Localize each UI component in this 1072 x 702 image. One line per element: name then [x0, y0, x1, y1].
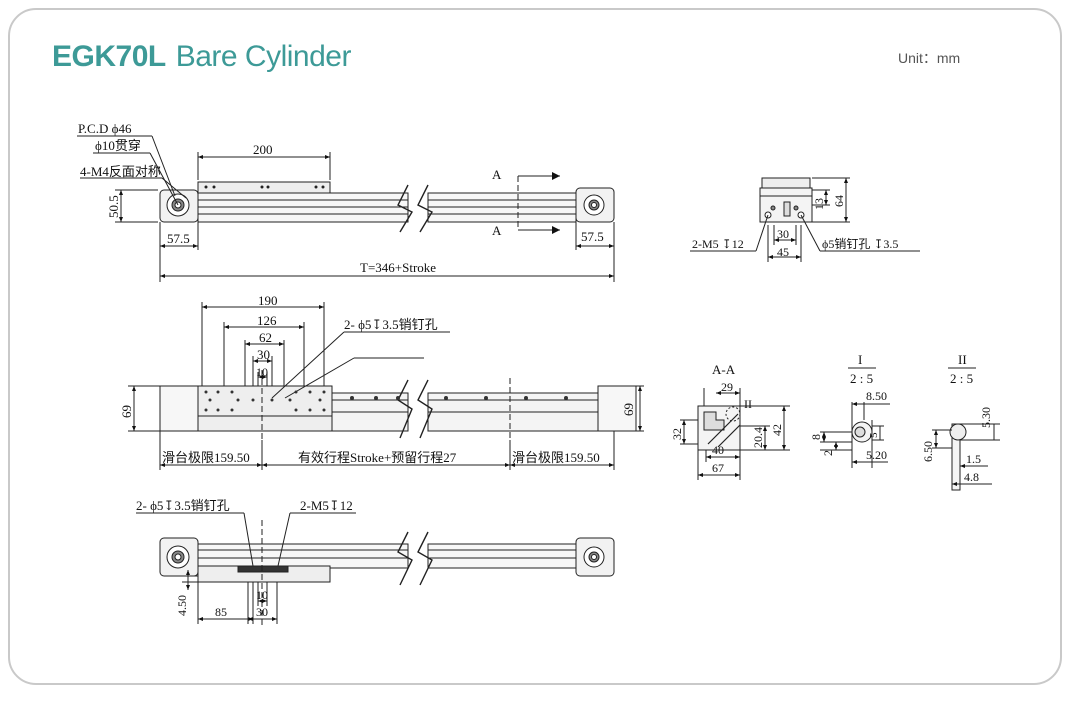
side-carriage: [197, 385, 333, 432]
aa-mark-ii: II: [744, 397, 752, 411]
detail-ii: [932, 367, 1000, 491]
detail-i: [820, 367, 890, 468]
detail-ii-dim-1-5: 1.5: [966, 452, 981, 466]
bottom-dim-4-50: 4.50: [175, 595, 189, 616]
section-mark-bottom: A: [492, 223, 502, 238]
section-aa-title: A-A: [712, 362, 736, 377]
page-title: EGK70L Bare Cylinder: [52, 40, 351, 74]
unit-label: Unit：mm: [898, 50, 961, 66]
aa-dim-20-4: 20.4: [751, 427, 765, 448]
bottom-m5-label: 2-M5↧12: [300, 498, 353, 513]
section-aa: [680, 388, 790, 480]
side-dim-10: 10: [256, 365, 268, 379]
stroke-label: 有效行程Stroke+预留行程27: [298, 450, 457, 465]
detail-ii-dim-5-30: 5.30: [979, 407, 993, 428]
aa-dim-42: 42: [770, 424, 784, 436]
end-dim-45: 45: [777, 245, 789, 259]
through-hole-label: ϕ10贯穿: [95, 138, 141, 153]
side-dim-69-left: 69: [119, 405, 134, 418]
side-dim-30: 30: [257, 347, 270, 362]
dim-57-5-left: 57.5: [167, 231, 190, 246]
end-pin-label: ϕ5销钉孔 ↧3.5: [822, 237, 898, 251]
m4-label: 4-M4反面对称: [80, 164, 161, 179]
detail-i-dim-8: 8: [809, 434, 823, 440]
bottom-dim-10: 10: [256, 588, 268, 602]
model-name: EGK70L: [52, 40, 166, 73]
side-right-cap: [597, 385, 637, 432]
detail-ii-title: II: [958, 352, 967, 367]
detail-i-dim-2: 2: [821, 450, 835, 456]
carriage: [197, 181, 331, 194]
limit-left-label: 滑台极限159.50: [162, 450, 250, 465]
end-m5-label: 2-M5 ↧12: [692, 237, 744, 251]
aa-dim-32: 32: [670, 428, 684, 440]
detail-i-title: I: [858, 352, 862, 367]
end-view: [690, 177, 920, 262]
aa-dim-29: 29: [721, 380, 733, 394]
side-dim-62: 62: [259, 330, 272, 345]
side-dim-190: 190: [258, 293, 278, 308]
aa-dim-40: 40: [712, 443, 724, 457]
detail-ii-dim-6-50: 6.50: [921, 441, 935, 462]
bottom-pin-label: 2- ϕ5↧3.5销钉孔: [136, 498, 230, 513]
bottom-dim-85: 85: [215, 605, 227, 619]
pcd-label: P.C.D ϕ46: [78, 121, 132, 136]
side-holes: [204, 390, 568, 412]
detail-i-dim-5-20: 5.20: [866, 448, 887, 462]
bottom-view: [136, 512, 615, 628]
limit-right-label: 滑台极限159.50: [512, 450, 600, 465]
total-length: T=346+Stroke: [360, 260, 436, 275]
side-dim-69-right: 69: [621, 403, 636, 416]
aa-dim-67: 67: [712, 461, 724, 475]
dim-200: 200: [253, 142, 273, 157]
detail-i-dim-8-50: 8.50: [866, 389, 887, 403]
product-subtitle: Bare Cylinder: [175, 40, 352, 73]
dim-57-5-right: 57.5: [581, 229, 604, 244]
end-dim-30: 30: [777, 227, 789, 241]
end-dim-64: 64: [832, 195, 846, 207]
detail-i-dim-5: 5: [868, 432, 880, 438]
side-left-cap: [159, 385, 199, 432]
side-pin-label: 2- ϕ5↧3.5销钉孔: [344, 317, 438, 332]
end-dim-13: 13: [812, 198, 826, 210]
bottom-dim-30: 30: [256, 605, 268, 619]
detail-ii-scale: 2 : 5: [950, 371, 973, 386]
dim-50-5: 50.5: [106, 195, 121, 218]
side-view: [128, 302, 644, 470]
side-dim-126: 126: [257, 313, 277, 328]
top-view: [77, 135, 615, 282]
detail-i-scale: 2 : 5: [850, 371, 873, 386]
section-mark-top: A: [492, 167, 502, 182]
detail-ii-dim-4-8: 4.8: [964, 470, 979, 484]
